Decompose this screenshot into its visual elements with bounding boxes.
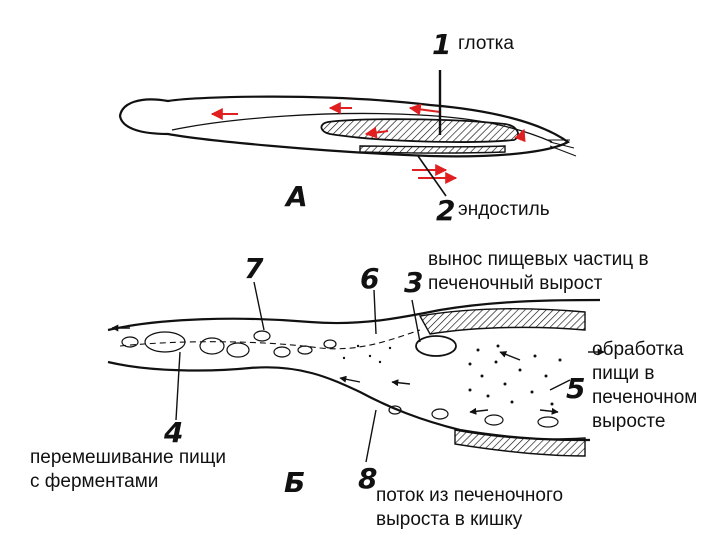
stipple-dots-diverticulum (343, 345, 562, 406)
number-3: 3 (404, 266, 423, 299)
diverticulum-opening (416, 336, 456, 356)
panel-label-b: Б (284, 466, 305, 499)
endostyle-a (360, 146, 505, 153)
panel-label-a: А (286, 180, 308, 213)
number-2: 2 (436, 194, 455, 227)
food-particle-clusters (122, 331, 558, 427)
number-5: 5 (566, 372, 585, 405)
label-mixing: перемешивание пищи с ферментами (30, 446, 226, 494)
number-8: 8 (358, 462, 377, 495)
number-4: 4 (164, 416, 183, 449)
liver-diverticulum-wall (420, 309, 585, 456)
number-6: 6 (360, 262, 379, 295)
number-1: 1 (432, 28, 451, 61)
label-removal: вынос пищевых частиц в печеночный вырост (428, 248, 649, 296)
number-7: 7 (244, 252, 263, 285)
pharynx-body-a (321, 119, 518, 142)
pointer-line-2 (418, 156, 446, 196)
label-pharynx: глотка (458, 32, 514, 56)
label-endostyle: эндостиль (458, 198, 550, 222)
label-flow: поток из печеночного выроста в кишку (376, 484, 563, 532)
label-processing: обработка пищи в печеночном выросте (592, 338, 720, 434)
